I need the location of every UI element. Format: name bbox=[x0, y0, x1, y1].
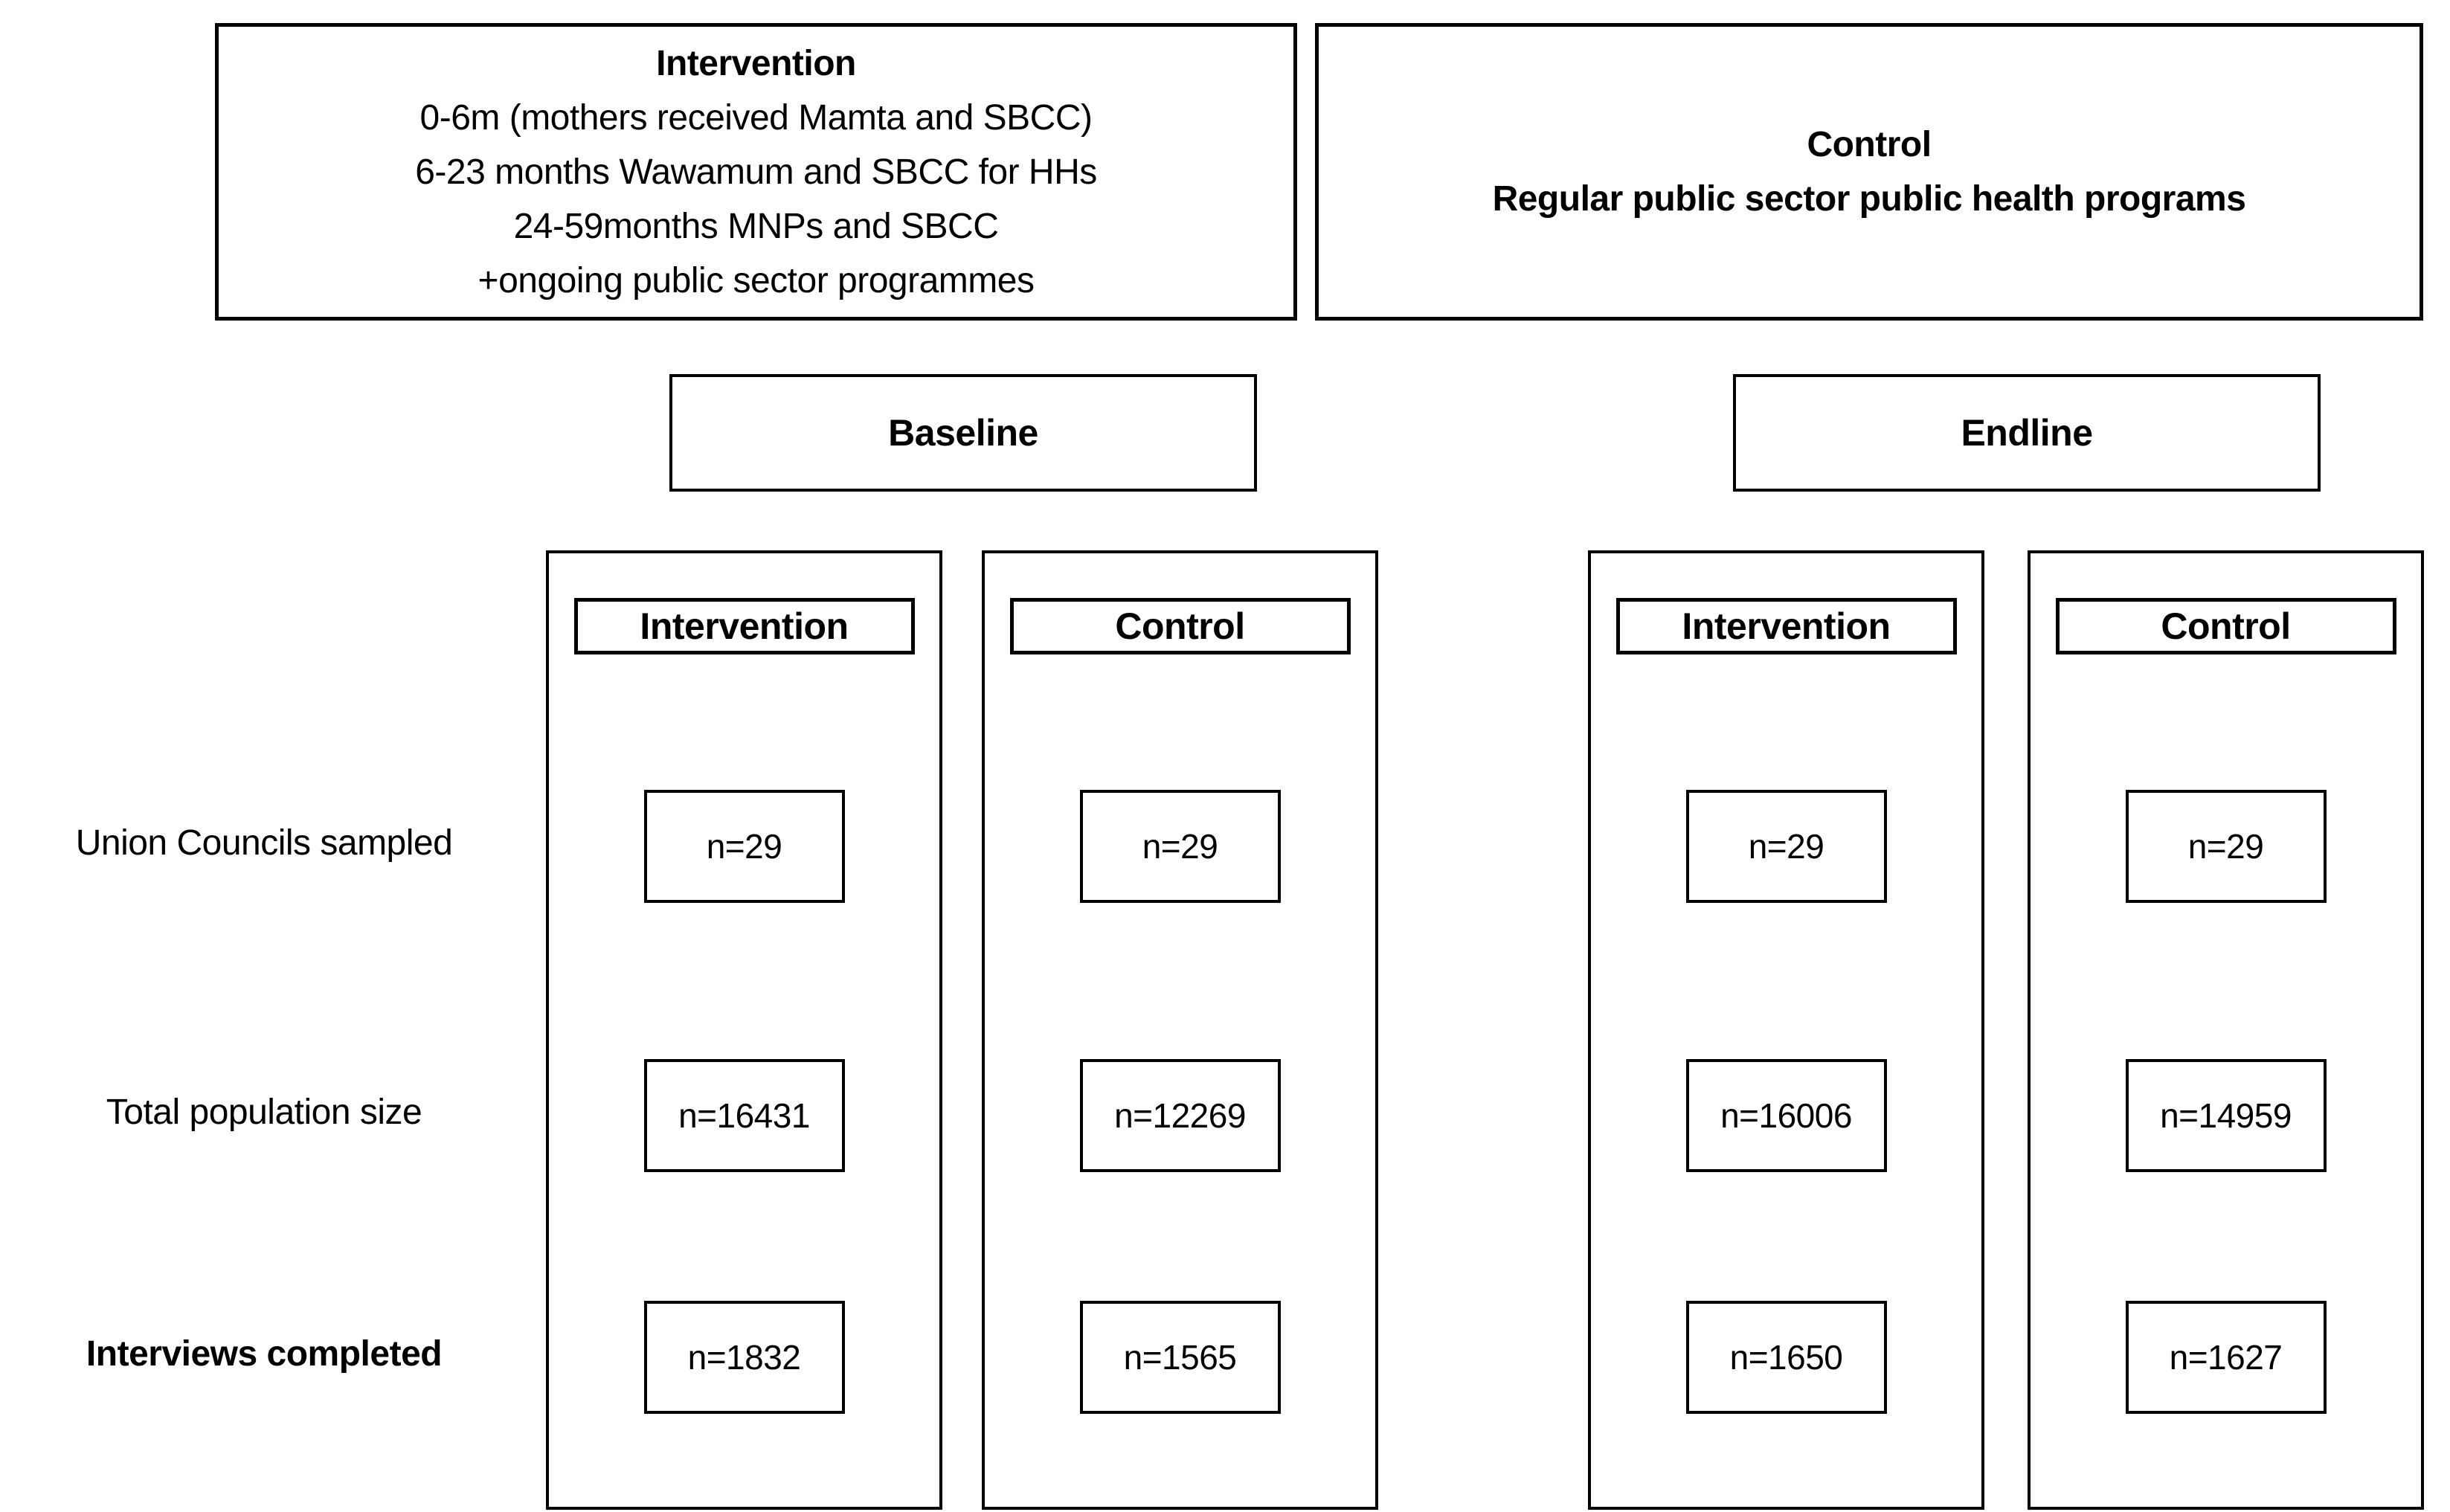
control-arm-title: Control bbox=[1807, 125, 1932, 164]
baseline-control-union-councils-value: n=29 bbox=[1079, 790, 1281, 903]
endline-intervention-union-councils-value: n=29 bbox=[1685, 790, 1887, 903]
intervention-arm-line-2: 6-23 months Wawamum and SBCC for HHs bbox=[415, 152, 1097, 192]
baseline-control-header: Control bbox=[1009, 598, 1351, 654]
intervention-arm-content: Intervention 0-6m (mothers received Mamt… bbox=[219, 36, 1293, 308]
baseline-intervention-interviews-value: n=1832 bbox=[643, 1301, 845, 1414]
endline-intervention-header: Intervention bbox=[1615, 598, 1957, 654]
intervention-arm-box: Intervention 0-6m (mothers received Mamt… bbox=[215, 23, 1297, 321]
endline-intervention-population-value: n=16006 bbox=[1685, 1059, 1887, 1172]
intervention-arm-line-1: 0-6m (mothers received Mamta and SBCC) bbox=[419, 97, 1093, 138]
endline-control-union-councils-value: n=29 bbox=[2125, 790, 2327, 903]
endline-intervention-column: Intervention n=29 n=16006 n=1650 bbox=[1588, 550, 1984, 1510]
baseline-control-interviews-value: n=1565 bbox=[1079, 1301, 1281, 1414]
endline-intervention-interviews-value: n=1650 bbox=[1685, 1301, 1887, 1414]
endline-phase-box: Endline bbox=[1733, 374, 2321, 492]
row-label-interviews-completed: Interviews completed bbox=[86, 1334, 443, 1374]
intervention-arm-line-3: 24-59months MNPs and SBCC bbox=[513, 206, 999, 246]
baseline-control-population-value: n=12269 bbox=[1079, 1059, 1281, 1172]
intervention-arm-title: Intervention bbox=[656, 43, 856, 83]
intervention-arm-line-4: +ongoing public sector programmes bbox=[478, 260, 1035, 300]
endline-control-column: Control n=29 n=14959 n=1627 bbox=[2028, 550, 2424, 1510]
row-label-total-population-size: Total population size bbox=[106, 1093, 422, 1132]
baseline-phase-box: Baseline bbox=[669, 374, 1257, 492]
baseline-control-column: Control n=29 n=12269 n=1565 bbox=[982, 550, 1378, 1510]
endline-control-interviews-value: n=1627 bbox=[2125, 1301, 2327, 1414]
row-label-union-councils-sampled: Union Councils sampled bbox=[75, 823, 453, 863]
baseline-intervention-header: Intervention bbox=[573, 598, 915, 654]
baseline-intervention-population-value: n=16431 bbox=[643, 1059, 845, 1172]
control-arm-box: Control Regular public sector public hea… bbox=[1315, 23, 2423, 321]
control-arm-subtitle: Regular public sector public health prog… bbox=[1492, 179, 2246, 219]
endline-control-population-value: n=14959 bbox=[2125, 1059, 2327, 1172]
baseline-intervention-union-councils-value: n=29 bbox=[643, 790, 845, 903]
baseline-intervention-column: Intervention n=29 n=16431 n=1832 bbox=[546, 550, 942, 1510]
control-arm-content: Control Regular public sector public hea… bbox=[1319, 118, 2420, 226]
endline-control-header: Control bbox=[2055, 598, 2396, 654]
